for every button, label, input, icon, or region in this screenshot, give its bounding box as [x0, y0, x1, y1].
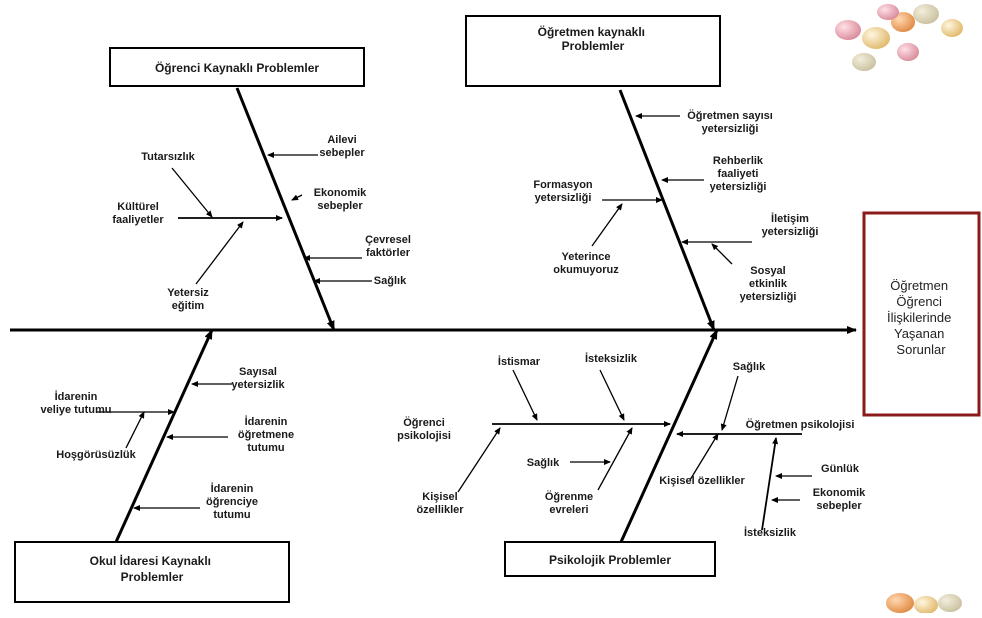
- cause-arrow: [457, 427, 501, 493]
- result-text: Öğretmen Öğrenci İlişkilerinde Yaşanan S…: [887, 278, 955, 357]
- cause-arrow: [125, 411, 145, 449]
- category-label-ogretmen: Öğretmen kaynaklı Problemler: [538, 24, 649, 53]
- category-label-ogrenci: Öğrenci Kaynaklı Problemler: [155, 60, 319, 75]
- cause-arrow: [711, 243, 733, 265]
- category-box-ogrenci: [109, 47, 365, 87]
- cause-label: İsteksizlik: [744, 526, 797, 539]
- cause-arrow: [195, 221, 244, 285]
- cause-arrow: [591, 203, 623, 247]
- cause-arrow: [720, 375, 739, 431]
- cause-arrow: [512, 369, 538, 421]
- cause-arrow: [689, 433, 719, 481]
- cause-arrow: [599, 369, 625, 421]
- cause-label: Tutarsızlık: [141, 151, 195, 163]
- cause-arrow: [597, 427, 633, 491]
- result-box: [862, 211, 981, 417]
- category-box-ogretmen: [465, 15, 721, 87]
- category-label-psikolojik: Psikolojik Problemler: [549, 553, 671, 567]
- cause-label: Sağlık: [527, 457, 560, 469]
- cause-arrow: [761, 437, 779, 531]
- bone-ogretmen: [618, 89, 716, 331]
- cause-label: Günlük: [821, 463, 860, 475]
- category-label-okul: Okul İdaresi Kaynaklı Problemler: [90, 553, 215, 584]
- bone-okul: [114, 329, 214, 543]
- cause-arrow: [291, 194, 303, 201]
- cause-label: İsteksizlik: [585, 352, 638, 365]
- cause-label: İstismar: [498, 355, 541, 368]
- cause-label: Sağlık: [733, 361, 766, 373]
- bone-ogrenci: [235, 87, 336, 331]
- cause-arrow: [171, 167, 213, 218]
- cause-label: Öğretmen psikolojisi: [746, 418, 855, 431]
- cause-label: Sağlık: [374, 275, 407, 287]
- candy-eggs-decoration-icon: [835, 4, 963, 614]
- category-box-psikolojik: [504, 541, 716, 577]
- cause-label: Kişisel özellikler: [659, 475, 745, 487]
- cause-label: Hoşgörüsüzlük: [56, 449, 136, 461]
- bone-psikolojik: [619, 329, 719, 543]
- category-box-okul: [14, 541, 290, 603]
